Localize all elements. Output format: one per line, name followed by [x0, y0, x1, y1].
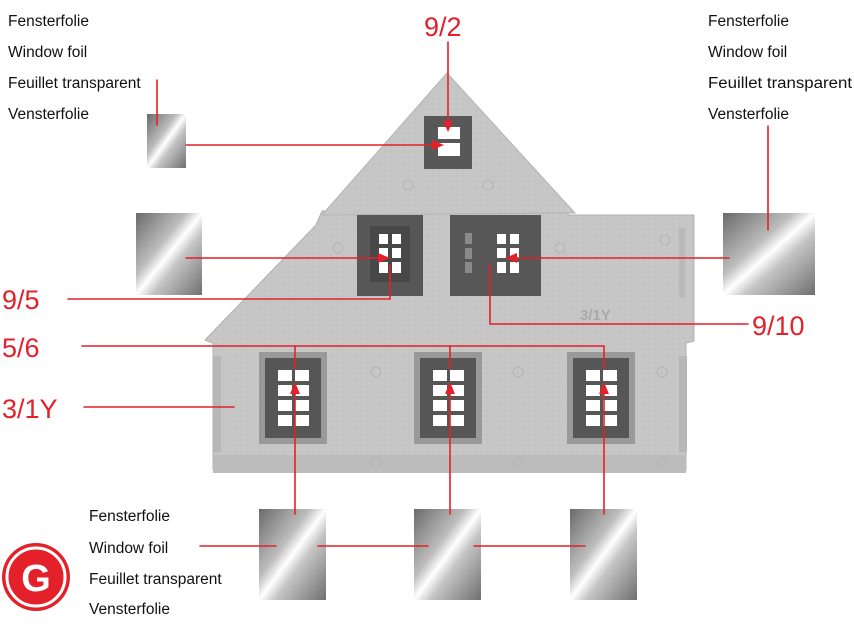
svg-text:Vensterfolie: Vensterfolie: [708, 106, 789, 123]
left-dormer-window: [357, 215, 423, 296]
mounting-pegs: [332, 179, 671, 468]
wall-part-marking: 3/1Y: [580, 307, 611, 324]
ground-window-left: [259, 352, 327, 444]
svg-text:Window foil: Window foil: [8, 44, 87, 61]
upper-right-pilaster: [679, 228, 685, 298]
label-5-6: 5/6: [2, 333, 40, 363]
label-3-1y: 3/1Y: [2, 394, 58, 424]
svg-text:Fensterfolie: Fensterfolie: [89, 508, 170, 525]
right-dormer-window: [450, 215, 541, 296]
foil-ground-left: [259, 509, 326, 600]
label-9-5: 9/5: [2, 285, 40, 315]
svg-text:Fensterfolie: Fensterfolie: [8, 13, 89, 30]
leader-lines: [67, 41, 769, 547]
ground-window-middle: [414, 352, 482, 444]
svg-text:Vensterfolie: Vensterfolie: [8, 106, 89, 123]
svg-text:G: G: [21, 558, 51, 600]
foil-ground-right: [570, 509, 637, 600]
foil-label-bottom: Fensterfolie Window foil Feuillet transp…: [89, 508, 222, 618]
svg-text:Feuillet transparent: Feuillet transparent: [89, 571, 222, 588]
svg-text:Window foil: Window foil: [89, 540, 168, 557]
foil-ground-middle: [414, 509, 481, 600]
ground-window-right: [567, 352, 635, 444]
foil-label-top-left: Fensterfolie Window foil Feuillet transp…: [8, 13, 141, 123]
svg-text:Feuillet transparent: Feuillet transparent: [708, 75, 853, 92]
window-foil-pieces: [136, 114, 815, 600]
svg-text:Feuillet transparent: Feuillet transparent: [8, 75, 141, 92]
right-pilaster: [679, 356, 687, 452]
svg-text:Fensterfolie: Fensterfolie: [708, 13, 789, 30]
g-stamp-logo: G: [2, 543, 70, 611]
label-9-2: 9/2: [424, 12, 462, 42]
foil-gable: [147, 114, 186, 168]
svg-text:Window foil: Window foil: [708, 44, 787, 61]
label-9-10: 9/10: [752, 311, 805, 341]
svg-text:Vensterfolie: Vensterfolie: [89, 601, 170, 618]
left-pilaster: [213, 356, 221, 452]
foil-right-dormer: [723, 213, 815, 295]
foil-label-top-right: Fensterfolie Window foil Feuillet transp…: [708, 13, 853, 123]
foil-left-dormer: [136, 213, 202, 295]
